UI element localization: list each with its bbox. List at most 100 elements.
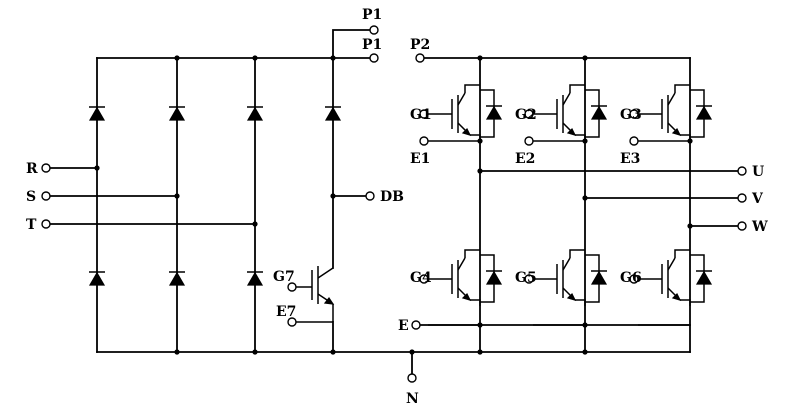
collector-diag xyxy=(667,92,676,106)
label-g5: G5 xyxy=(515,270,537,286)
aux-emitter-terminal[interactable] xyxy=(629,136,639,146)
junction-dot xyxy=(409,349,415,355)
junction-dot xyxy=(582,349,588,355)
diode-lower-r xyxy=(88,271,106,286)
label-n: N xyxy=(406,391,419,407)
aux-emitter-terminal[interactable] xyxy=(419,136,429,146)
label-r: R xyxy=(26,161,38,177)
emitter-lead xyxy=(470,299,481,306)
igbt-cell-upper-3 xyxy=(629,84,713,146)
gate-terminal[interactable] xyxy=(629,109,639,119)
label-t: T xyxy=(26,217,37,233)
collector-lead xyxy=(674,249,690,258)
junction-dot xyxy=(94,165,100,171)
terminal-w[interactable] xyxy=(737,221,747,231)
collector-diag xyxy=(562,92,571,106)
collector-lead xyxy=(464,84,480,93)
junction-dot xyxy=(330,193,336,199)
terminal-p1-top[interactable] xyxy=(369,25,379,35)
junction-dot xyxy=(582,138,588,144)
junction-dot xyxy=(687,223,693,229)
junction-dot xyxy=(582,55,588,61)
terminal-t[interactable] xyxy=(41,219,51,229)
label-db: DB xyxy=(380,189,404,205)
junction-dot xyxy=(252,349,258,355)
emitter-arrow xyxy=(461,292,472,301)
terminal-n[interactable] xyxy=(407,373,417,383)
terminal-e7[interactable] xyxy=(287,317,297,327)
diode-brake xyxy=(324,106,342,121)
emitter-arrow xyxy=(566,127,577,136)
gate-terminal[interactable] xyxy=(524,109,534,119)
aux-emitter-terminal[interactable] xyxy=(524,136,534,146)
junction-dot xyxy=(477,138,483,144)
gate-terminal[interactable] xyxy=(524,274,534,284)
rectifier-section xyxy=(49,29,691,375)
gate-terminal[interactable] xyxy=(419,109,429,119)
label-e2: E2 xyxy=(515,151,535,167)
junction-dot xyxy=(330,55,336,61)
diode-upper-r xyxy=(88,106,106,121)
collector-diag xyxy=(457,92,466,106)
terminal-u[interactable] xyxy=(737,166,747,176)
terminal-s[interactable] xyxy=(41,191,51,201)
terminal-db[interactable] xyxy=(365,191,375,201)
terminal-r[interactable] xyxy=(41,163,51,173)
igbt-cell-lower-5 xyxy=(524,249,608,326)
junction-dot xyxy=(330,349,336,355)
emitter-arrow xyxy=(566,292,577,301)
junction-dot xyxy=(252,221,258,227)
emitter-arrow xyxy=(671,292,682,301)
collector-diag xyxy=(562,257,571,271)
terminals xyxy=(41,25,747,383)
igbt-cells xyxy=(419,84,713,326)
junction-dot xyxy=(687,138,693,144)
collector-diag xyxy=(667,257,676,271)
junction-dot xyxy=(477,168,483,174)
terminal-p2[interactable] xyxy=(415,53,425,63)
terminal-p1[interactable] xyxy=(369,53,379,63)
gate-terminal[interactable] xyxy=(629,274,639,284)
p1-top-lead xyxy=(332,29,371,59)
diode-upper-t xyxy=(246,106,264,121)
label-g4: G4 xyxy=(410,270,432,286)
emitter-arrow xyxy=(671,127,682,136)
collector-diag xyxy=(457,257,466,271)
label-v: V xyxy=(751,191,764,207)
label-u: U xyxy=(752,164,764,180)
diode-lower-s xyxy=(168,271,186,286)
label-p1: P1 xyxy=(362,37,382,53)
collector-lead xyxy=(569,249,585,258)
label-e3: E3 xyxy=(620,151,640,167)
diode-lower-t xyxy=(246,271,264,286)
label-e: E xyxy=(398,318,409,334)
labels: P1 P1 P2 R S T DB G7 E7 N U V W E G1 E1 … xyxy=(26,7,768,407)
label-g6: G6 xyxy=(620,270,642,286)
igbt-brake xyxy=(296,266,335,323)
emitter-lead xyxy=(575,299,586,306)
gate-terminal[interactable] xyxy=(419,274,429,284)
igbt-cell-upper-1 xyxy=(419,84,503,146)
freewheel-diode xyxy=(695,105,713,120)
junction-dot xyxy=(174,349,180,355)
terminal-g7[interactable] xyxy=(287,282,297,292)
label-g3: G3 xyxy=(620,107,642,123)
freewheel-diode xyxy=(590,105,608,120)
terminal-e[interactable] xyxy=(411,320,421,330)
label-g2: G2 xyxy=(515,107,537,123)
junction-dot xyxy=(174,193,180,199)
junction-dot xyxy=(252,55,258,61)
label-e1: E1 xyxy=(410,151,430,167)
igbt-cell-lower-4 xyxy=(419,249,503,326)
label-p1-top: P1 xyxy=(362,7,382,23)
terminal-v[interactable] xyxy=(737,193,747,203)
label-p2: P2 xyxy=(410,37,430,53)
junction-dot xyxy=(582,195,588,201)
freewheel-diode xyxy=(485,105,503,120)
collector-lead xyxy=(569,84,585,93)
igbt-cell-upper-2 xyxy=(524,84,608,146)
freewheel-diode xyxy=(485,270,503,285)
collector-lead xyxy=(674,84,690,93)
label-w: W xyxy=(751,219,768,235)
